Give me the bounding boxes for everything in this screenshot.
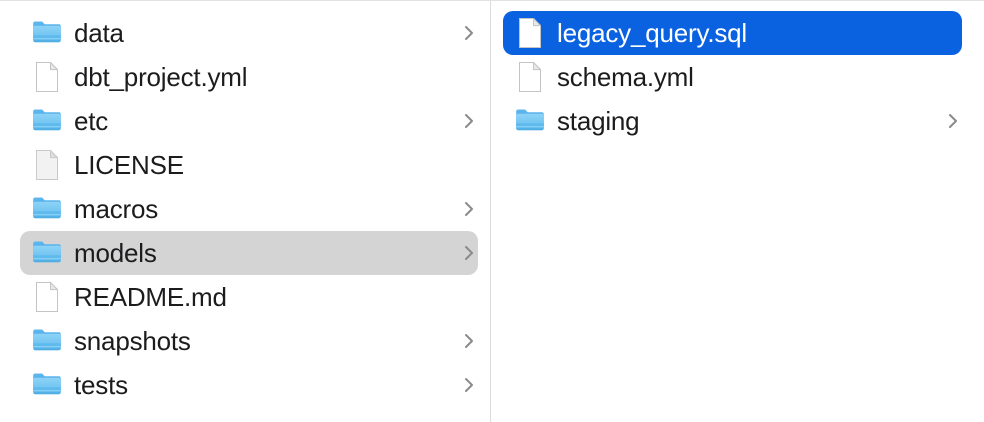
folder-row[interactable]: models <box>20 231 478 275</box>
chevron-right-icon[interactable] <box>462 331 476 351</box>
item-label: models <box>74 238 157 268</box>
folder-icon <box>32 324 62 358</box>
generic-document-icon <box>32 148 62 182</box>
item-label: schema.yml <box>557 62 694 92</box>
file-row[interactable]: LICENSE <box>20 143 478 187</box>
item-label: README.md <box>74 282 227 312</box>
chevron-right-icon[interactable] <box>462 23 476 43</box>
folder-icon <box>32 104 62 138</box>
item-label: LICENSE <box>74 150 184 180</box>
folder-row[interactable]: macros <box>20 187 478 231</box>
folder-row[interactable]: tests <box>20 363 478 407</box>
document-icon <box>515 60 545 94</box>
item-label: tests <box>74 370 128 400</box>
folder-row[interactable]: data <box>20 11 478 55</box>
file-row[interactable]: schema.yml <box>503 55 962 99</box>
folder-row[interactable]: snapshots <box>20 319 478 363</box>
folder-row[interactable]: staging <box>503 99 962 143</box>
item-label: data <box>74 18 124 48</box>
chevron-right-icon[interactable] <box>462 375 476 395</box>
item-label: macros <box>74 194 159 224</box>
document-icon <box>32 60 62 94</box>
item-label: legacy_query.sql <box>557 18 747 48</box>
file-row[interactable]: dbt_project.yml <box>20 55 478 99</box>
chevron-right-icon[interactable] <box>462 111 476 131</box>
chevron-right-icon[interactable] <box>946 111 960 131</box>
item-label: etc <box>74 106 109 136</box>
folder-icon <box>32 236 62 270</box>
folder-icon <box>515 104 545 138</box>
folder-icon <box>32 192 62 226</box>
chevron-right-icon[interactable] <box>462 199 476 219</box>
chevron-right-icon[interactable] <box>462 243 476 263</box>
file-column-child[interactable]: legacy_query.sql schema.yml staging <box>491 1 984 422</box>
file-row[interactable]: README.md <box>20 275 478 319</box>
document-icon <box>515 16 545 50</box>
folder-icon <box>32 368 62 402</box>
folder-row[interactable]: etc <box>20 99 478 143</box>
item-label: snapshots <box>74 326 191 356</box>
item-label: staging <box>557 106 640 136</box>
document-icon <box>32 280 62 314</box>
item-label: dbt_project.yml <box>74 62 248 92</box>
file-row[interactable]: legacy_query.sql <box>503 11 962 55</box>
folder-icon <box>32 16 62 50</box>
